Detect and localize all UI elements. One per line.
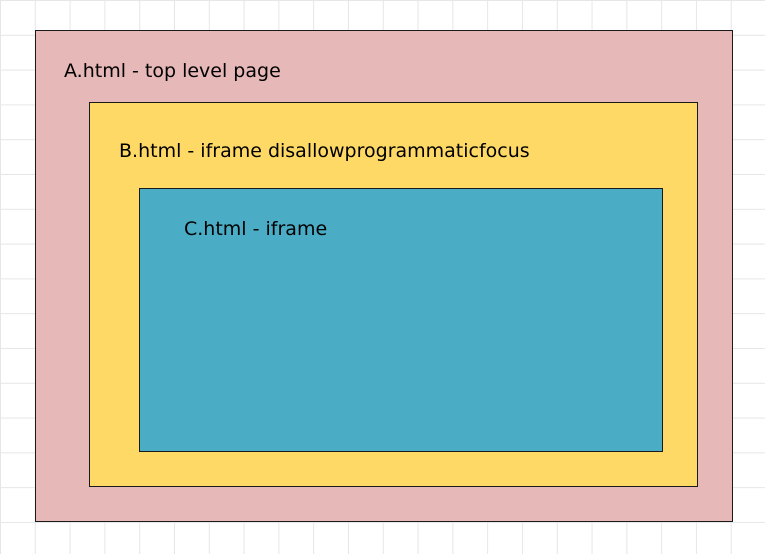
top-level-page-label: A.html - top level page (64, 60, 281, 82)
iframe-b-label: B.html - iframe disallowprogrammaticfocu… (119, 140, 530, 162)
iframe-c-frame (139, 188, 663, 452)
iframe-c-label: C.html - iframe (184, 218, 328, 240)
